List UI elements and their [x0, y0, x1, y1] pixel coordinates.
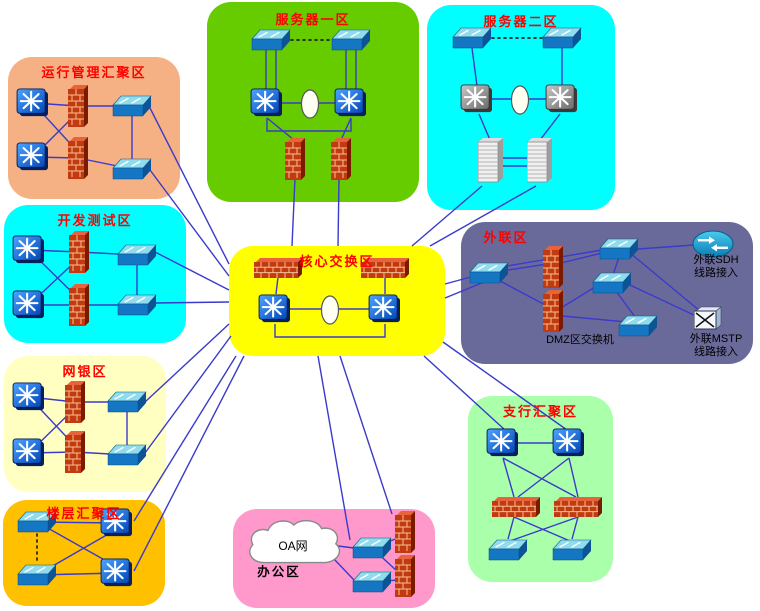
workgroup-switch-icon [112, 158, 152, 180]
firewall-icon [554, 497, 602, 517]
dmz-switch-label: DMZ区交换机 [546, 334, 614, 346]
zone-office-title: 办公区 [257, 565, 301, 579]
firewall-icon [285, 138, 305, 180]
firewall-icon [395, 511, 415, 553]
server-stack-icon [478, 138, 504, 183]
workgroup-switch-icon [592, 272, 632, 294]
workgroup-switch-icon [469, 262, 509, 284]
workgroup-switch-icon [488, 539, 528, 561]
workgroup-switch-icon [117, 244, 157, 266]
zone-server-2-title: 服务器二区 [483, 14, 559, 29]
multilayer-switch-icon [12, 438, 46, 468]
multilayer-switch-icon [16, 142, 50, 172]
link-oval-icon [510, 85, 530, 115]
workgroup-switch-icon [17, 564, 57, 586]
mstp-device-icon [694, 306, 722, 330]
zone-floor-agg-title: 楼层汇聚区 [46, 506, 122, 521]
multilayer-switch-icon [100, 558, 134, 588]
workgroup-switch-icon [452, 27, 492, 49]
sdh-access-label-2: 线路接入 [694, 267, 738, 279]
workgroup-switch-icon [107, 444, 147, 466]
multilayer-switch-icon [552, 428, 586, 458]
zone-external-title: 外联区 [483, 230, 529, 245]
workgroup-switch-icon [331, 29, 371, 51]
firewall-icon [395, 555, 415, 597]
workgroup-switch-icon [542, 27, 582, 49]
firewall-icon [543, 290, 563, 332]
mstp-access-label-2: 线路接入 [694, 346, 738, 358]
workgroup-switch-icon [352, 537, 392, 559]
firewall-icon [331, 138, 351, 180]
zone-branch-agg-title: 支行汇聚区 [502, 404, 578, 419]
multilayer-switch-icon [250, 88, 284, 118]
multilayer-switch-icon [258, 294, 292, 324]
zone-ebank-title: 网银区 [62, 364, 108, 379]
workgroup-switch-icon [552, 539, 592, 561]
workgroup-switch-icon [112, 95, 152, 117]
multilayer-switch-icon [16, 88, 50, 118]
workgroup-switch-icon [599, 238, 639, 260]
mstp-access-label-1: 外联MSTP [689, 333, 743, 345]
multilayer-switch-icon [12, 382, 46, 412]
connection-line [339, 355, 393, 515]
multilayer-switch-icon [486, 428, 520, 458]
workgroup-switch-icon [107, 391, 147, 413]
multilayer-switch-icon [368, 294, 402, 324]
multilayer-switch-icon [12, 235, 46, 265]
firewall-icon [543, 246, 563, 288]
firewall-icon [68, 85, 88, 127]
dmz-switch-icon [618, 315, 658, 337]
firewall-icon [65, 381, 85, 423]
firewall-icon [68, 137, 88, 179]
multilayer-switch-gray-icon [460, 84, 494, 114]
zone-dev-test-title: 开发测试区 [57, 213, 133, 228]
multilayer-switch-icon [334, 88, 368, 118]
zone-ops-mgmt-title: 运行管理汇聚区 [41, 65, 147, 80]
firewall-icon [69, 231, 89, 273]
link-oval-icon [320, 295, 340, 325]
zone-core-switch-title: 核心交换区 [299, 254, 375, 269]
zone-server-1-title: 服务器一区 [275, 12, 351, 27]
multilayer-switch-gray-icon [545, 84, 579, 114]
multilayer-switch-icon [12, 290, 46, 320]
sdh-access-label-1: 外联SDH [693, 254, 739, 266]
firewall-icon [492, 497, 540, 517]
server-stack-icon [527, 138, 553, 183]
oa-cloud-label: OA网 [278, 539, 308, 553]
workgroup-switch-icon [117, 294, 157, 316]
firewall-icon [65, 431, 85, 473]
link-oval-icon [300, 89, 320, 119]
firewall-icon [69, 284, 89, 326]
workgroup-switch-icon [251, 29, 291, 51]
workgroup-switch-icon [352, 571, 392, 593]
